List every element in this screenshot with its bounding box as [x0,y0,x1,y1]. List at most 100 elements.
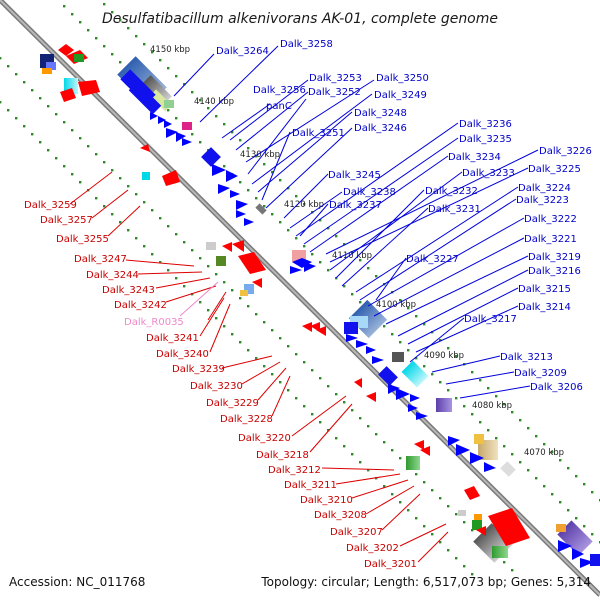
tick-dot [319,421,322,424]
tick-dot [327,227,330,230]
tick-dot [463,521,466,524]
gene-label: Dalk_3217 [464,314,517,325]
tick-dot [543,485,546,488]
tick-dot [103,161,106,164]
gene-label: Dalk_3232 [425,186,478,197]
tick-dot [415,517,418,520]
tick-dot [119,19,122,22]
tick-dot [551,493,554,496]
tick-dot [159,59,162,62]
gene-label: Dalk_3241 [146,333,199,344]
tick-dot [455,557,458,560]
gene-cluster-4070 [448,434,600,568]
tick-dot [375,275,378,278]
gene-label: Dalk_3251 [292,128,345,139]
tick-dot [63,5,66,8]
tick-dot [199,141,202,144]
tick-dot [439,541,442,544]
tick-dot [135,237,138,240]
gene-label: Dalk_3222 [524,214,577,225]
tick-dot [183,241,186,244]
tick-dot [215,115,218,118]
tick-dot [471,371,474,374]
gene-cluster-4100 [344,299,452,420]
tick-dot [551,451,554,454]
tick-dot [95,153,98,156]
tick-dot [391,333,394,336]
tick-dot [559,459,562,462]
tick-dot [399,299,402,302]
genome-summary-text: Topology: circular; Length: 6,517,073 bp… [260,575,591,589]
tick-dot [287,389,290,392]
tick-dot [63,121,66,124]
tick-dot [111,213,114,216]
tick-dot [327,269,330,272]
tick-dot [143,201,146,204]
tick-dot [423,365,426,368]
gene-label: Dalk_3208 [314,510,367,521]
tick-dot [455,397,458,400]
gene-label: Dalk_3259 [24,200,77,211]
tick-dot [0,101,2,104]
tick-dot [87,29,90,32]
tick-dot [343,401,346,404]
tick-dot [391,493,394,496]
gene-label: Dalk_3239 [172,364,225,375]
tick-dot [111,169,114,172]
tick-dot [199,99,202,102]
tick-dot [399,457,402,460]
gene-label: Dalk_3213 [500,352,553,363]
gene-label: Dalk_3244 [86,270,139,281]
tick-dot [295,397,298,400]
tick-dot [271,329,274,332]
tick-dot [567,509,570,512]
tick-dot [375,433,378,436]
tick-dot [119,177,122,180]
reverse-gene-labels: Dalk_3259 Dalk_3257 Dalk_3255 Dalk_3247 … [24,200,417,570]
tick-dot [207,107,210,110]
gene-label: Dalk_3221 [524,234,577,245]
tick-dot [527,427,530,430]
tick-dot [439,497,442,500]
tick-dot [175,277,178,280]
tick-dot [479,421,482,424]
gene-label: Dalk_3220 [238,433,291,444]
tick-dot [279,337,282,340]
tick-dot [575,517,578,520]
kbp-label: 4120 kbp [284,200,324,210]
gene-label: Dalk_3248 [354,108,407,119]
tick-dot [295,195,298,198]
tick-dot [279,381,282,384]
kbp-label: 4140 kbp [194,97,234,107]
tick-dot [167,109,170,112]
forward-leaders [173,45,539,399]
tick-dot [287,345,290,348]
tick-dot [23,81,26,84]
tick-dot [279,221,282,224]
tick-dot [511,569,514,572]
tick-dot [407,349,410,352]
tick-dot [583,525,586,528]
axis-kbp-labels: 4150 kbp 4140 kbp 4130 kbp 4120 kbp 4110… [150,45,564,458]
tick-dot [231,333,234,336]
tick-dot [263,321,266,324]
tick-dot [223,325,226,328]
tick-dot [239,139,242,142]
tick-dot [143,245,146,248]
tick-dot [191,249,194,252]
tick-dot [471,413,474,416]
forward-genes [117,56,600,568]
tick-dot [447,505,450,508]
tick-dot [167,225,170,228]
tick-dot [239,297,242,300]
tick-dot [447,347,450,350]
tick-dot [543,443,546,446]
gene-cluster-left-mid [206,240,326,336]
tick-dot [311,253,314,256]
tick-dot [271,213,274,216]
tick-dot [487,387,490,390]
tick-dot [383,325,386,328]
tick-dot [367,267,370,270]
tick-dot [423,525,426,528]
